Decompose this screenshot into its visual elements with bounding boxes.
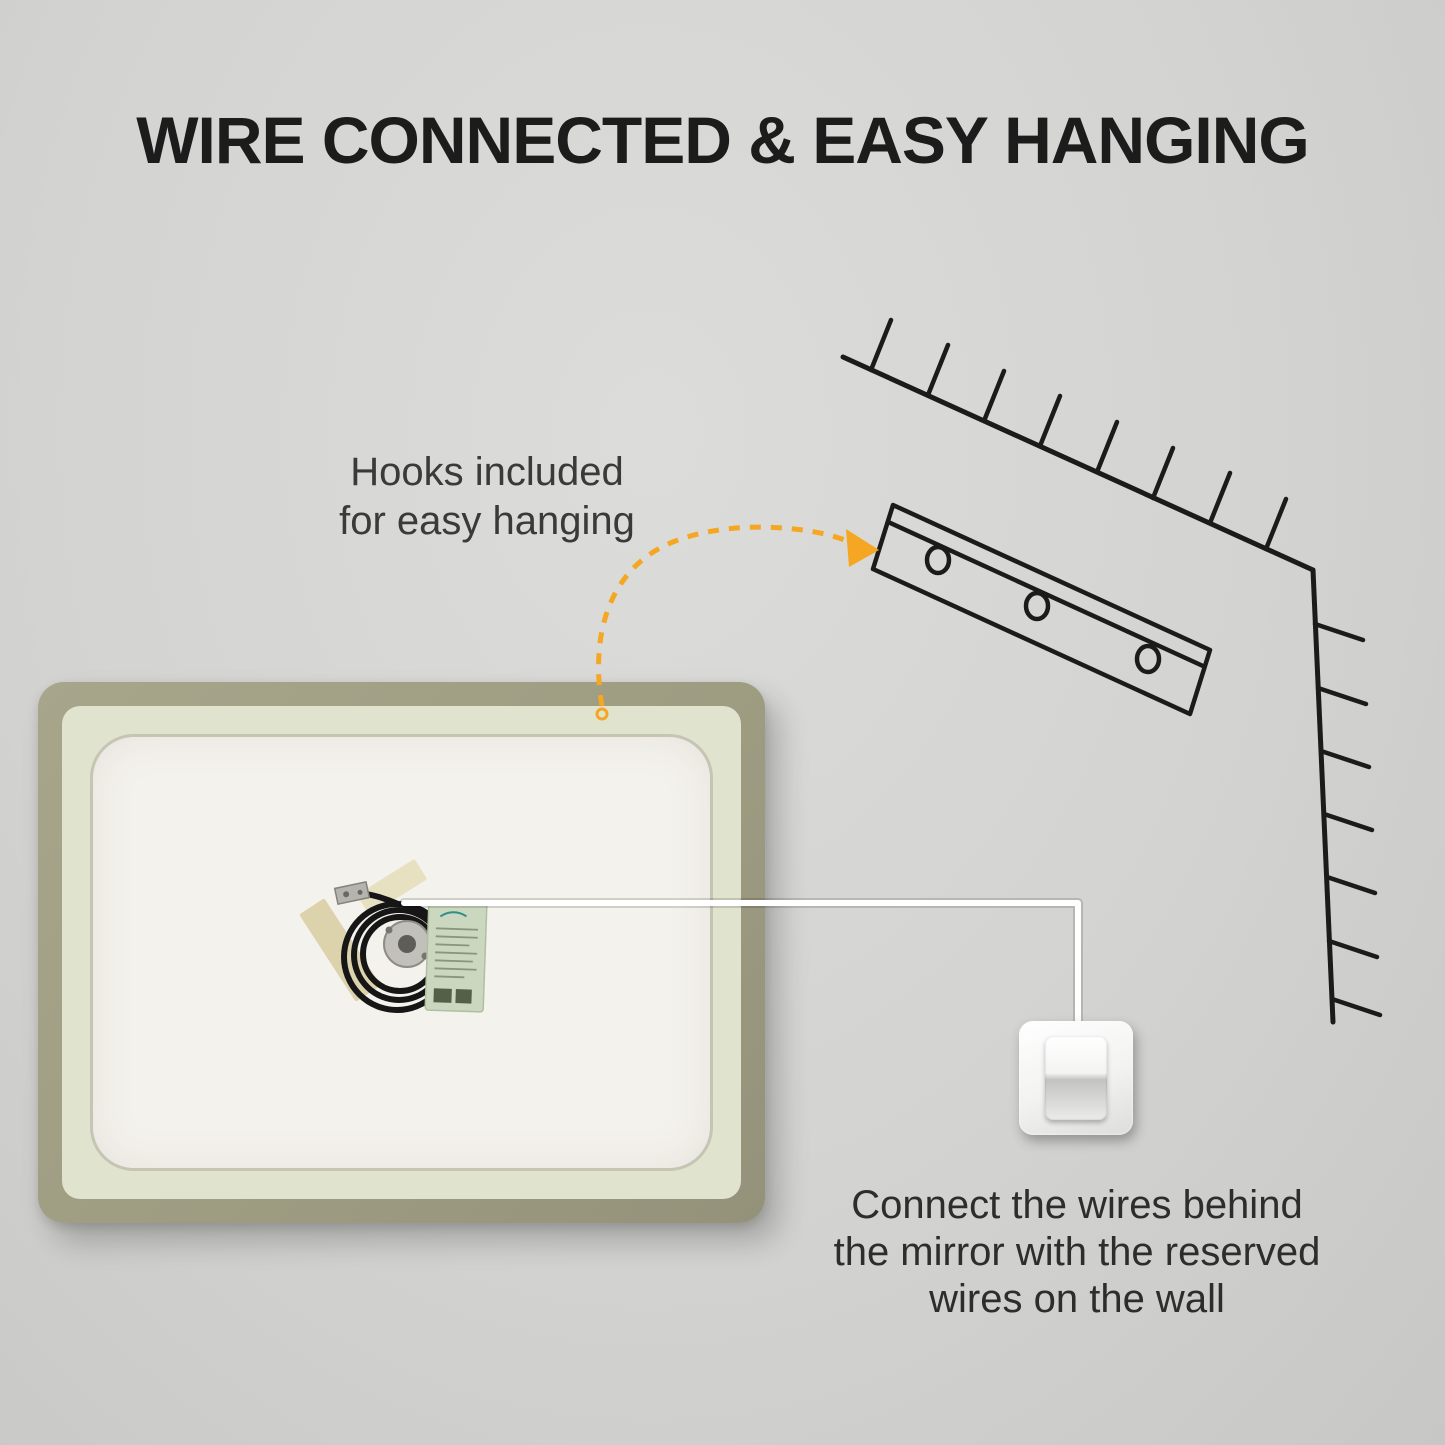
- mirror-back-panel: [90, 734, 713, 1171]
- hooks-annotation-line2: for easy hanging: [339, 499, 635, 543]
- connect-annotation-line1: Connect the wires behind: [851, 1183, 1303, 1227]
- connect-annotation: Connect the wires behind the mirror with…: [767, 1182, 1387, 1323]
- wall-corner-drawing: [840, 317, 1383, 1025]
- hooks-annotation: Hooks included for easy hanging: [287, 448, 687, 546]
- hooks-annotation-line1: Hooks included: [350, 450, 624, 494]
- switch-rocker: [1045, 1036, 1107, 1120]
- hatch-marks-side: [1312, 621, 1383, 1018]
- connect-annotation-line2: the mirror with the reserved: [833, 1230, 1321, 1274]
- hatch-marks-top: [868, 317, 1289, 552]
- bracket-hole: [1023, 590, 1051, 622]
- connect-annotation-line3: wires on the wall: [929, 1277, 1225, 1321]
- arrowhead-icon: [846, 529, 879, 567]
- hanging-bracket-icon: [870, 502, 1213, 717]
- light-switch-icon: [1019, 1021, 1133, 1135]
- bracket-hole: [1134, 643, 1162, 675]
- bracket-hole: [924, 544, 952, 576]
- mirror-back: [38, 682, 765, 1223]
- page-title: WIRE CONNECTED & EASY HANGING: [136, 103, 1310, 177]
